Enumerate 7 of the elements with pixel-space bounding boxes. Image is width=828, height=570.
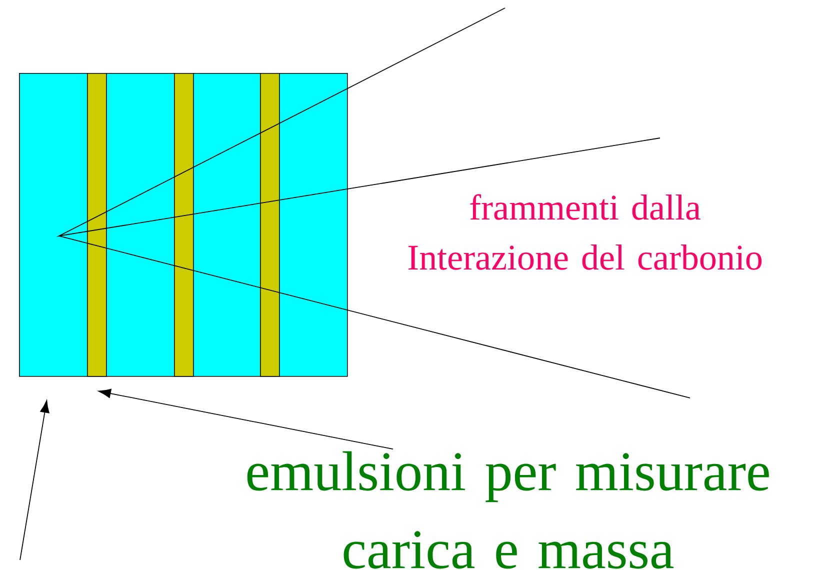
note-text: emulsioni per misurare carica e massa bbox=[247, 451, 769, 569]
emulsion-strip bbox=[87, 73, 107, 377]
emulsion-strip bbox=[260, 73, 280, 377]
emulsion-strip bbox=[174, 73, 194, 377]
fragments-label: frammenti dalla Interazione del carbonio bbox=[408, 194, 762, 270]
arrow bbox=[98, 388, 394, 450]
arrow bbox=[20, 400, 50, 560]
